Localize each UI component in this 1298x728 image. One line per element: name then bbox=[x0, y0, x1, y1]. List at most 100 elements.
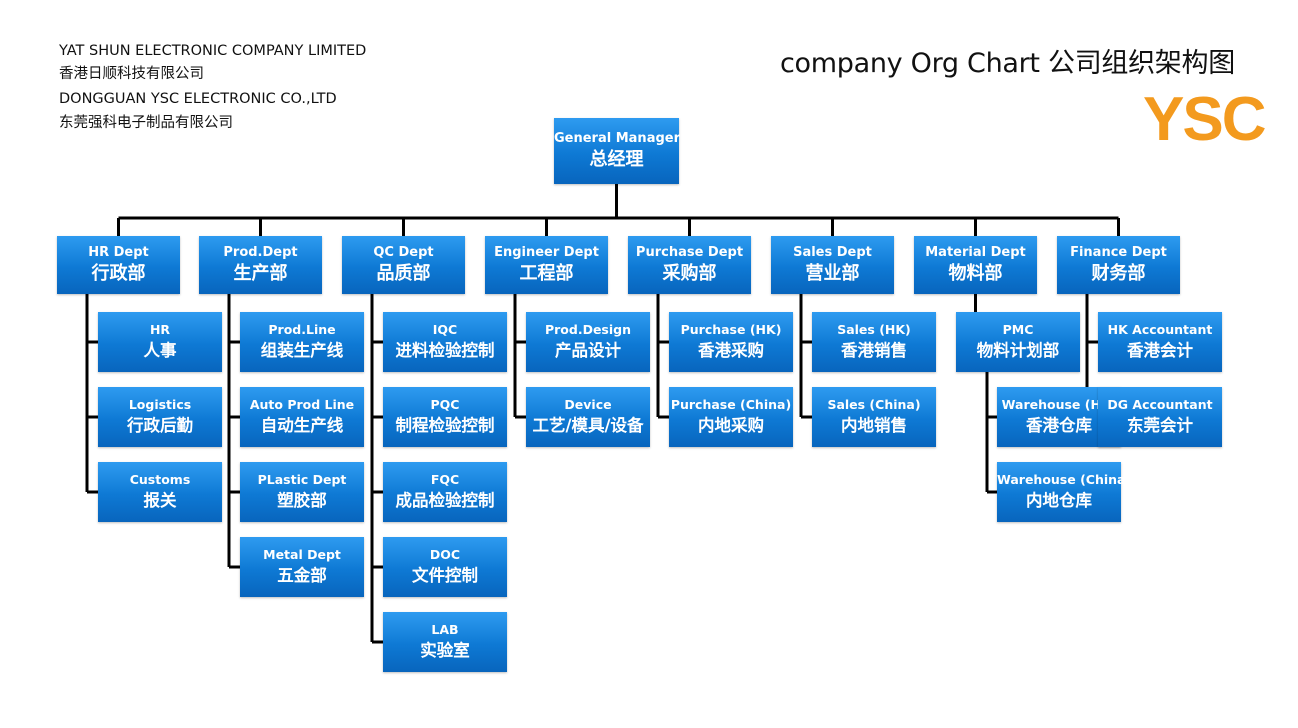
box-label-cn: 工程部 bbox=[519, 263, 574, 284]
box-sub-7-0: HK Accountant 香港会计 bbox=[1098, 312, 1222, 372]
box-label-cn: 采购部 bbox=[662, 263, 717, 284]
box-sub-1-1: Auto Prod Line 自动生产线 bbox=[240, 387, 364, 447]
box-label-en: Prod.Line bbox=[268, 322, 336, 337]
box-sub-6-0: PMC 物料计划部 bbox=[956, 312, 1080, 372]
box-label-en: Material Dept bbox=[925, 245, 1026, 260]
box-label-en: DOC bbox=[429, 547, 461, 562]
box-label-en: Finance Dept bbox=[1070, 245, 1167, 260]
box-label-en: Sales (China) bbox=[827, 397, 921, 412]
box-label-en: Prod.Design bbox=[544, 322, 632, 337]
box-label-cn: 行政后勤 bbox=[127, 416, 193, 435]
box-label-cn: 生产部 bbox=[233, 263, 288, 284]
ysc-logo: YSC bbox=[1143, 85, 1266, 154]
box-label-en: General Manager bbox=[554, 131, 680, 146]
box-label-cn: 香港销售 bbox=[841, 341, 907, 360]
box-label-en: Sales (HK) bbox=[837, 322, 911, 337]
box-label-cn: 香港会计 bbox=[1127, 341, 1193, 360]
box-label-cn: 进料检验控制 bbox=[395, 341, 495, 360]
box-label-en: IQC bbox=[432, 322, 458, 337]
box-label-en: Prod.Dept bbox=[223, 245, 298, 260]
chart-title: company Org Chart 公司组织架构图 bbox=[780, 48, 1235, 79]
box-label-cn: 内地采购 bbox=[698, 416, 764, 435]
box-sub-3-0: Prod.Design 产品设计 bbox=[526, 312, 650, 372]
box-label-en: PLastic Dept bbox=[257, 472, 347, 487]
box-label-cn: 文件控制 bbox=[412, 566, 478, 585]
box-label-cn: 报关 bbox=[143, 491, 177, 510]
box-label-cn: 自动生产线 bbox=[260, 416, 344, 435]
box-label-cn: 东莞会计 bbox=[1127, 416, 1193, 435]
box-label-cn: 产品设计 bbox=[555, 341, 621, 360]
box-label-cn: 财务部 bbox=[1091, 263, 1146, 284]
box-label-cn: 成品检验控制 bbox=[395, 491, 495, 510]
box-sub-0-0: HR 人事 bbox=[98, 312, 222, 372]
box-sub-1-3: Metal Dept 五金部 bbox=[240, 537, 364, 597]
box-sub-5-0: Sales (HK) 香港销售 bbox=[812, 312, 936, 372]
box-sub-5-1: Sales (China) 内地销售 bbox=[812, 387, 936, 447]
company-name-cn-2: 东莞强科电子制品有限公司 bbox=[59, 115, 233, 131]
box-label-cn: 物料部 bbox=[948, 263, 1003, 284]
box-dept-5: Sales Dept 营业部 bbox=[771, 236, 894, 294]
box-dept-2: QC Dept 品质部 bbox=[342, 236, 465, 294]
box-dept-3: Engineer Dept 工程部 bbox=[485, 236, 608, 294]
box-label-en: Customs bbox=[129, 472, 191, 487]
box-sub-6-0-1: Warehouse (China) 内地仓库 bbox=[997, 462, 1132, 522]
box-label-en: Warehouse (China) bbox=[997, 472, 1132, 487]
box-label-cn: 组装生产线 bbox=[260, 341, 344, 360]
box-label-en: Purchase (China) bbox=[670, 397, 792, 412]
box-sub-2-0: IQC 进料检验控制 bbox=[383, 312, 507, 372]
company-name-en-1: YAT SHUN ELECTRONIC COMPANY LIMITED bbox=[59, 43, 367, 59]
box-sub-1-0: Prod.Line 组装生产线 bbox=[240, 312, 364, 372]
box-dept-1: Prod.Dept 生产部 bbox=[199, 236, 322, 294]
box-sub-0-2: Customs 报关 bbox=[98, 462, 222, 522]
box-label-en: Warehouse (HK) bbox=[1001, 397, 1117, 412]
box-label-en: LAB bbox=[431, 622, 459, 637]
box-label-en: Purchase Dept bbox=[635, 245, 744, 260]
box-label-cn: 内地仓库 bbox=[1026, 491, 1092, 510]
box-sub-4-1: Purchase (China) 内地采购 bbox=[669, 387, 793, 447]
box-label-cn: 工艺/模具/设备 bbox=[532, 416, 644, 435]
box-label-cn: 塑胶部 bbox=[277, 491, 327, 510]
box-label-cn: 营业部 bbox=[805, 263, 860, 284]
box-sub-2-1: PQC 制程检验控制 bbox=[383, 387, 507, 447]
box-label-cn: 人事 bbox=[143, 341, 177, 360]
box-general-manager: General Manager 总经理 bbox=[554, 118, 680, 184]
box-dept-0: HR Dept 行政部 bbox=[57, 236, 180, 294]
box-label-en: HK Accountant bbox=[1107, 322, 1213, 337]
box-sub-1-2: PLastic Dept 塑胶部 bbox=[240, 462, 364, 522]
box-sub-4-0: Purchase (HK) 香港采购 bbox=[669, 312, 793, 372]
box-label-cn: 香港采购 bbox=[698, 341, 764, 360]
box-label-en: HR bbox=[149, 322, 171, 337]
box-label-cn: 行政部 bbox=[91, 263, 146, 284]
company-name-en-2: DONGGUAN YSC ELECTRONIC CO.,LTD bbox=[59, 91, 337, 107]
box-label-en: DG Accountant bbox=[1107, 397, 1213, 412]
box-label-cn: 品质部 bbox=[376, 263, 431, 284]
box-label-cn: 制程检验控制 bbox=[395, 416, 495, 435]
box-sub-7-1: DG Accountant 东莞会计 bbox=[1098, 387, 1222, 447]
box-label-en: Sales Dept bbox=[793, 245, 872, 260]
box-label-en: HR Dept bbox=[88, 245, 149, 260]
box-label-en: PMC bbox=[1002, 322, 1034, 337]
box-label-en: PQC bbox=[430, 397, 460, 412]
box-dept-6: Material Dept 物料部 bbox=[914, 236, 1037, 294]
box-label-cn: 香港仓库 bbox=[1026, 416, 1092, 435]
box-label-en: Engineer Dept bbox=[494, 245, 599, 260]
box-label-en: Logistics bbox=[128, 397, 192, 412]
box-dept-4: Purchase Dept 采购部 bbox=[628, 236, 751, 294]
box-label-en: Auto Prod Line bbox=[249, 397, 355, 412]
box-sub-2-2: FQC 成品检验控制 bbox=[383, 462, 507, 522]
box-sub-2-4: LAB 实验室 bbox=[383, 612, 507, 672]
box-label-en: QC Dept bbox=[373, 245, 434, 260]
box-label-cn: 总经理 bbox=[589, 149, 644, 170]
box-dept-7: Finance Dept 财务部 bbox=[1057, 236, 1180, 294]
box-sub-2-3: DOC 文件控制 bbox=[383, 537, 507, 597]
box-label-en: FQC bbox=[430, 472, 460, 487]
box-label-cn: 五金部 bbox=[277, 566, 327, 585]
box-label-en: Purchase (HK) bbox=[680, 322, 782, 337]
box-label-cn: 物料计划部 bbox=[976, 341, 1060, 360]
box-label-cn: 实验室 bbox=[420, 641, 470, 660]
company-name-cn-1: 香港日顺科技有限公司 bbox=[59, 66, 204, 82]
box-label-cn: 内地销售 bbox=[841, 416, 907, 435]
box-label-en: Metal Dept bbox=[263, 547, 341, 562]
